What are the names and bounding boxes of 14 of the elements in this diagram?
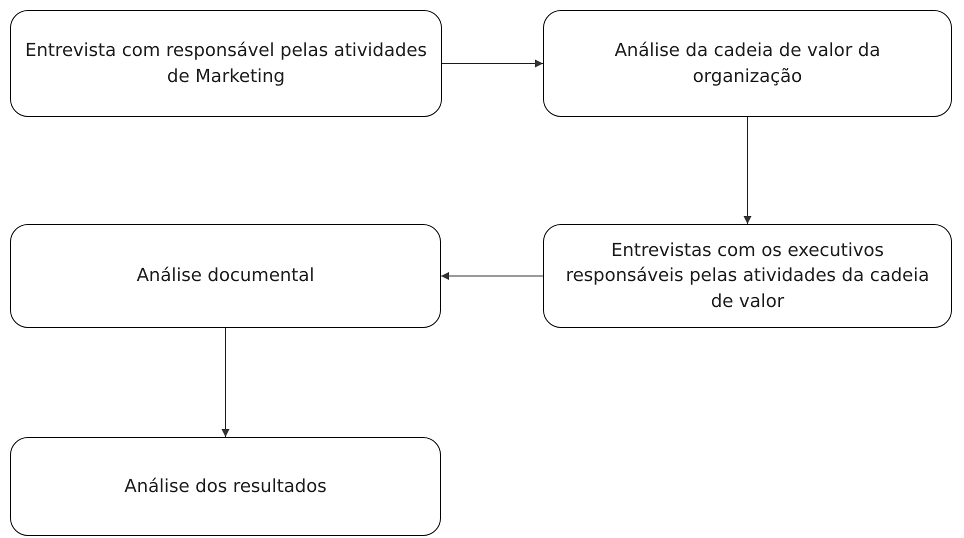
arrow: [744, 116, 752, 224]
box-label: Entrevista com responsável pelas atividades de Marketing: [25, 39, 427, 88]
box-label: Entrevistas com os executivos responsáveis pelas atividades da cadeia de valor: [564, 239, 930, 314]
process-box: [10, 10, 442, 117]
arrow: [442, 60, 544, 68]
arrow: [222, 328, 230, 438]
process-box: [10, 224, 441, 328]
box-label: Análise da cadeia de valor da organização: [614, 39, 882, 88]
process-box: [543, 224, 952, 328]
arrow: [440, 272, 544, 280]
box-label: Análise dos resultados: [124, 474, 327, 499]
process-box: [10, 437, 441, 536]
box-label: Análise documental: [136, 264, 314, 288]
process-box: [543, 10, 952, 117]
